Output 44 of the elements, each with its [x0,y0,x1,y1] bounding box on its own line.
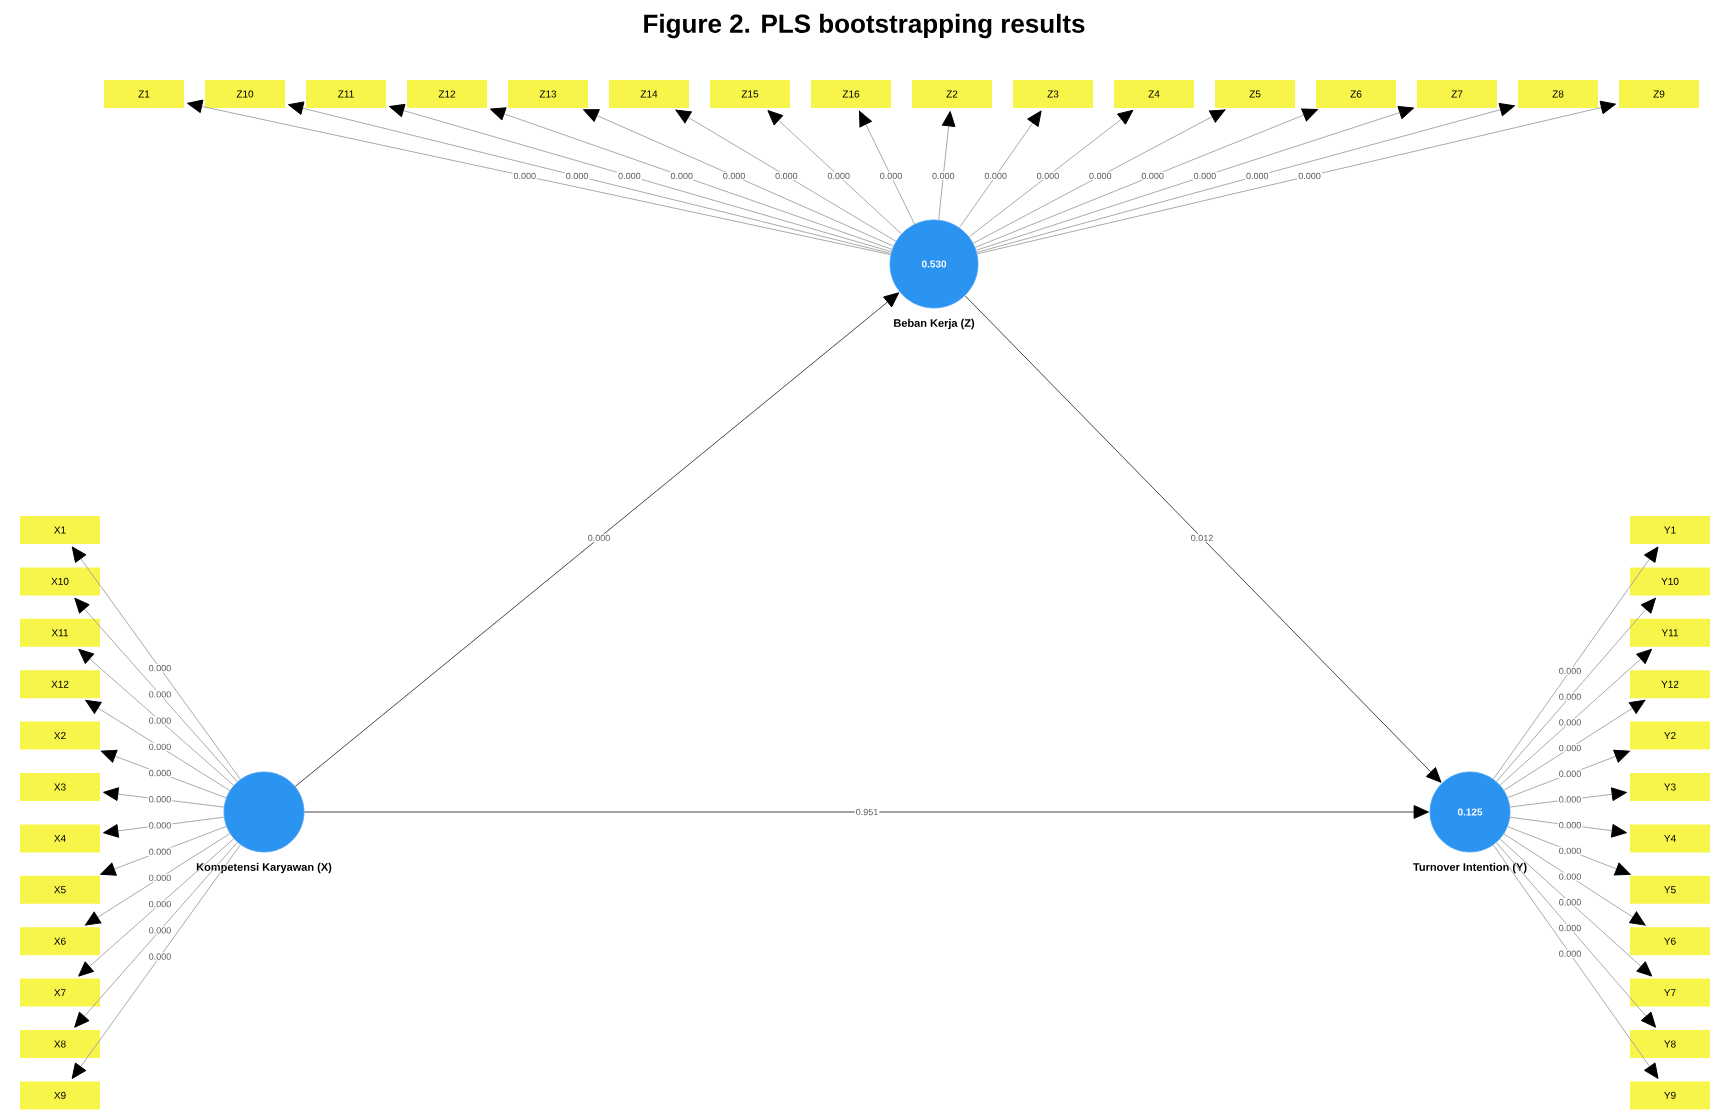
arrow [1507,749,1630,799]
arrow [78,648,235,786]
arrow [74,597,238,783]
arrow [675,109,897,242]
arrow [1496,597,1656,782]
arrow [972,109,1226,244]
arrow [968,109,1134,238]
arrow [1492,546,1659,780]
arrow [1509,816,1627,838]
arrow [85,699,231,791]
arrow [71,844,241,1079]
figure-title: Figure 2. PLS bootstrapping results [644,13,1085,39]
arrow [1503,833,1646,926]
arrow [959,110,1042,229]
arrow [100,749,227,799]
arrow [100,825,227,876]
arrow [858,110,915,225]
arrow [1499,838,1653,977]
arrow [288,101,892,254]
arrow [388,103,892,253]
arrow [974,108,1318,248]
arrow [71,546,241,780]
arrow [74,841,238,1028]
arrow [303,805,1429,819]
arrow [1495,842,1657,1028]
arrow [976,100,1617,255]
arrow [489,107,893,250]
arrow [1503,699,1646,791]
arrow [1507,826,1631,876]
arrow [78,838,235,977]
arrow [1492,844,1659,1079]
arrow [767,110,902,235]
arrow [294,292,900,787]
arrow [583,109,894,247]
arrow [964,295,1442,783]
arrow [1509,787,1627,808]
arrow [975,105,1415,251]
arrow [103,816,225,838]
arrow [976,102,1516,253]
arrow [103,787,225,808]
arrow [187,99,892,256]
arrow [938,111,956,221]
arrow [1499,648,1653,786]
arrow [84,833,231,926]
